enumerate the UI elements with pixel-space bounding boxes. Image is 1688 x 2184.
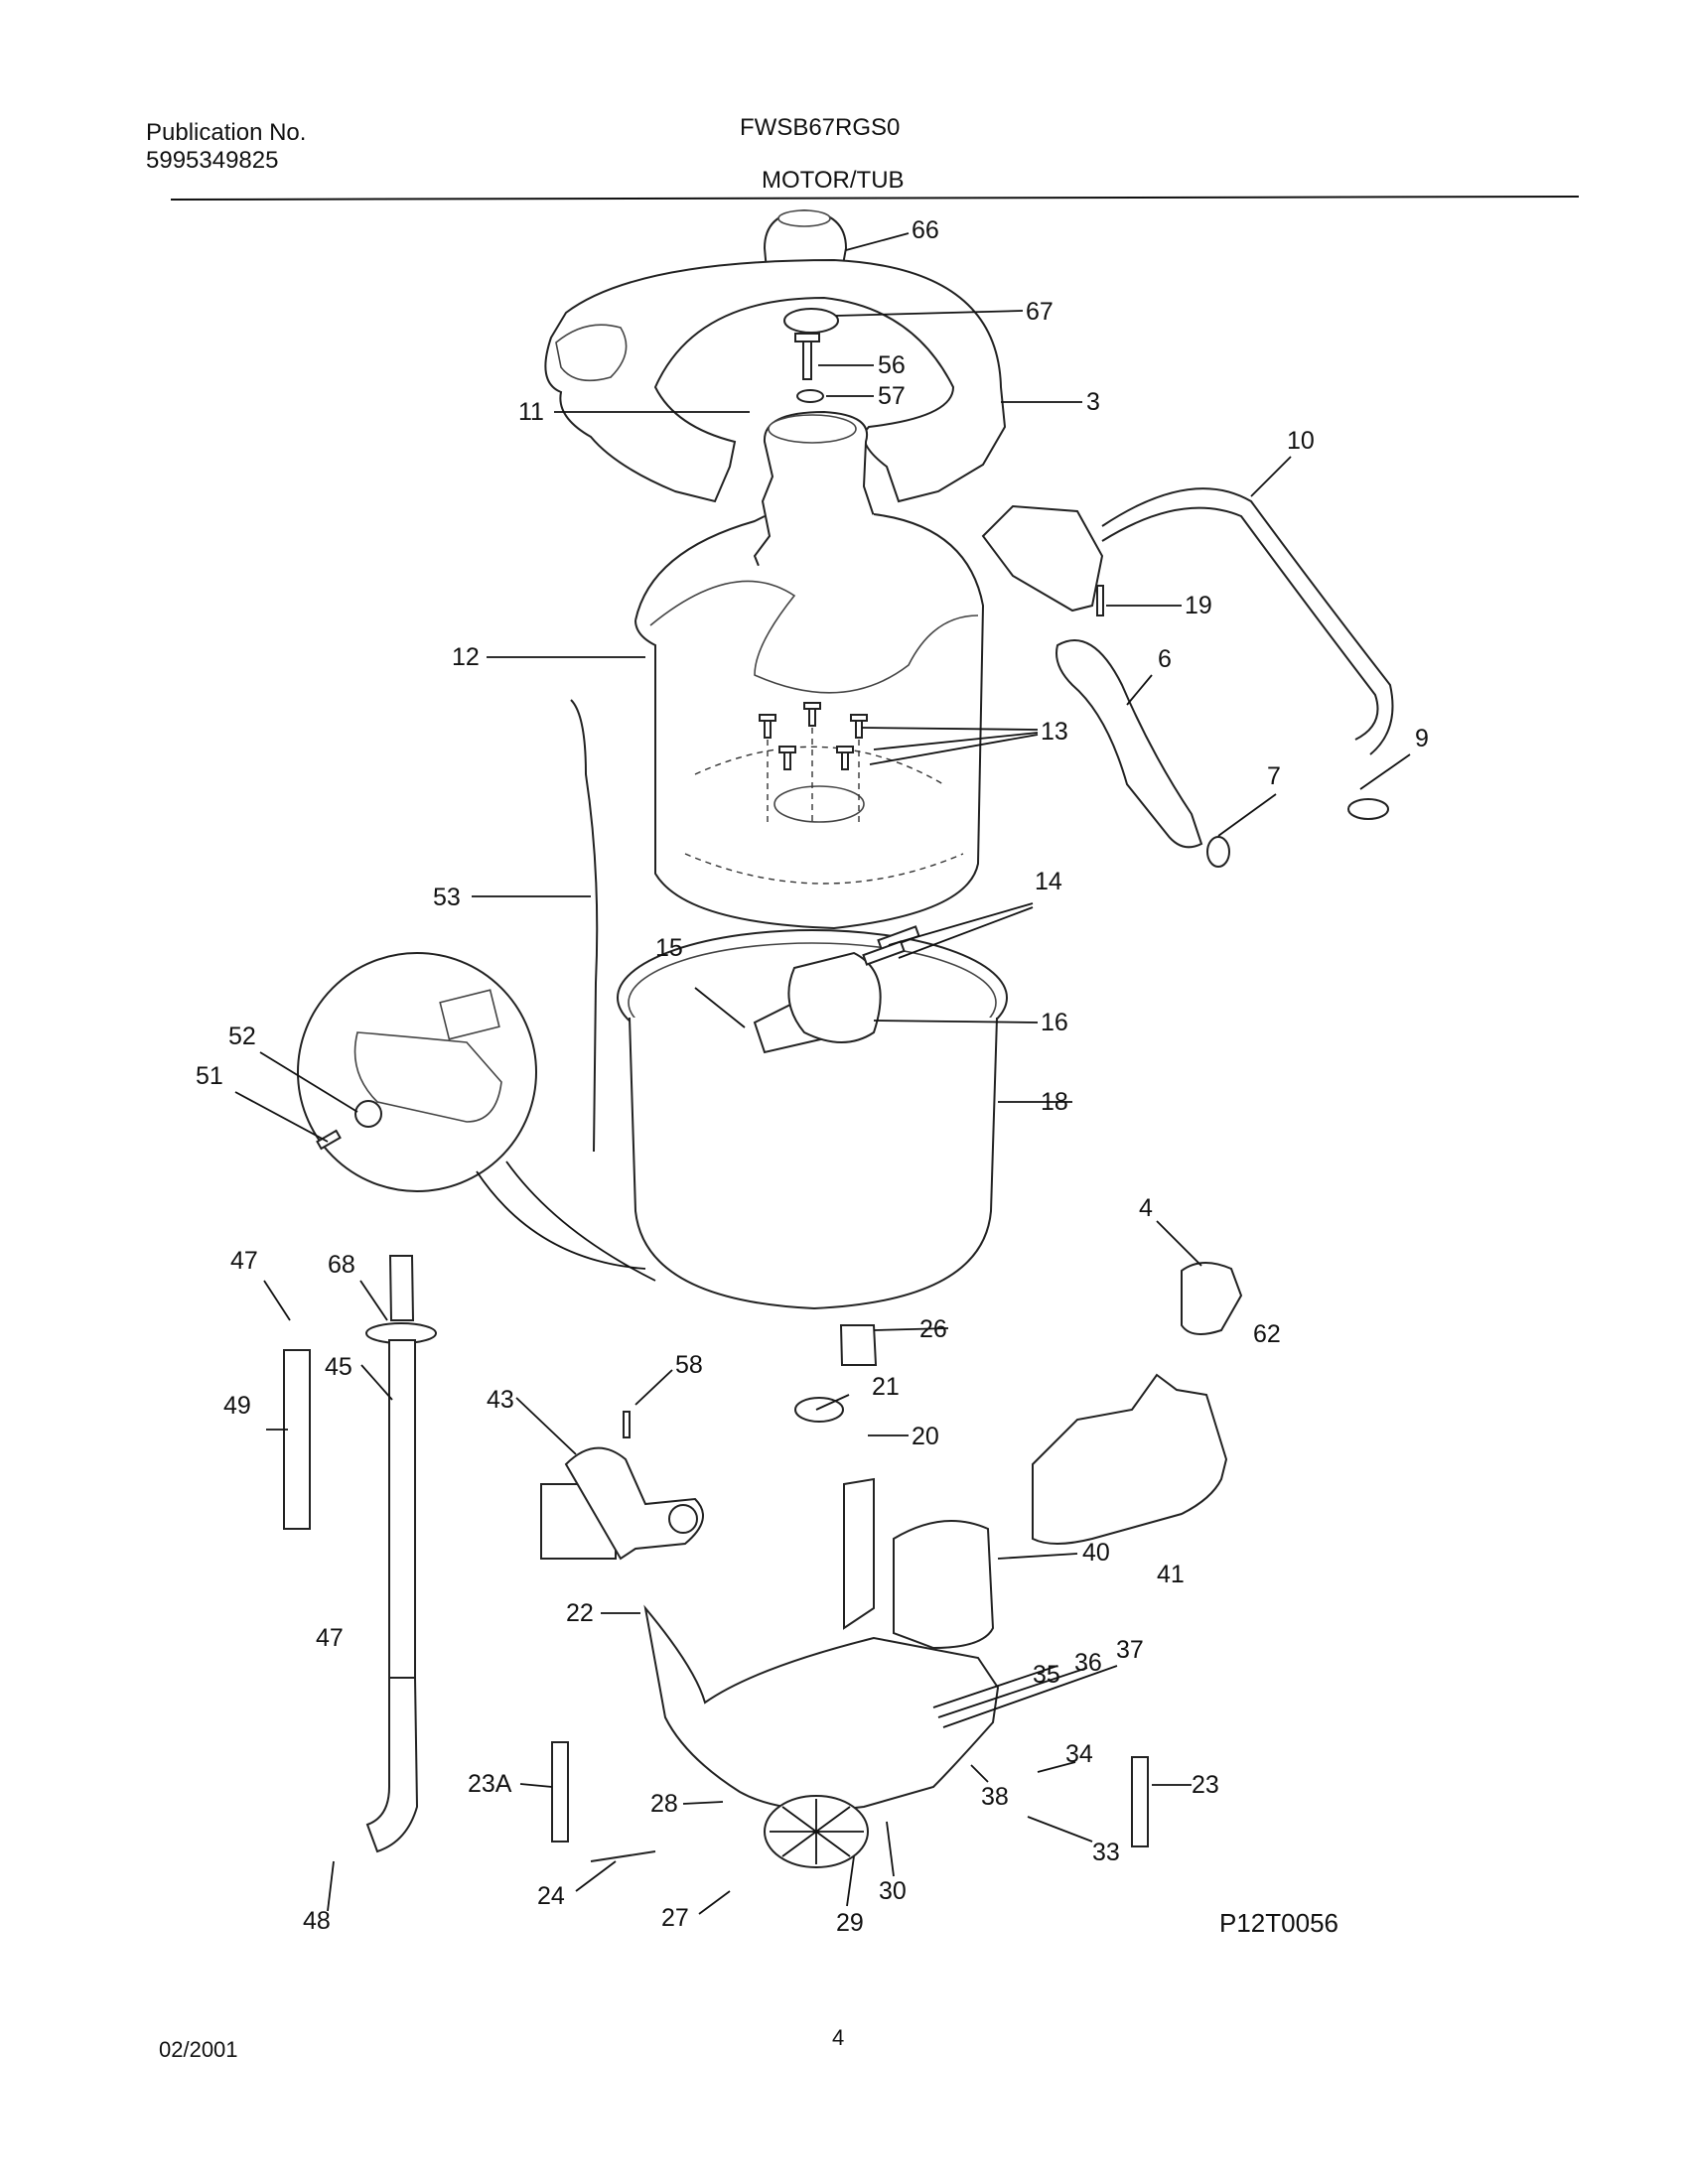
callout-49: 49	[223, 1392, 251, 1420]
callout-47: 47	[230, 1247, 258, 1275]
callout-21: 21	[872, 1373, 900, 1401]
callout-53: 53	[433, 884, 461, 911]
callout-23A: 23A	[468, 1770, 512, 1798]
callout-3: 3	[1086, 388, 1100, 416]
publication-number: 5995349825	[146, 147, 279, 174]
model-number: FWSB67RGS0	[740, 114, 901, 141]
callout-16: 16	[1041, 1009, 1068, 1036]
callout-18: 18	[1041, 1088, 1068, 1116]
callout-9: 9	[1415, 725, 1429, 752]
page-number: 4	[832, 2025, 845, 2050]
callout-41: 41	[1157, 1561, 1185, 1588]
callout-24: 24	[537, 1882, 565, 1910]
water-level-sensor	[753, 925, 920, 1054]
callout-19: 19	[1185, 592, 1212, 619]
callout-11: 11	[518, 398, 544, 426]
publication-label: Publication No.	[146, 119, 307, 146]
drain-hose-extension	[283, 1349, 311, 1530]
basket-bolts	[759, 702, 868, 824]
tub-mount-springs	[551, 1741, 1149, 1862]
callout-52: 52	[228, 1023, 256, 1050]
callout-10: 10	[1287, 427, 1315, 455]
drain-hose	[1055, 639, 1203, 849]
drive-pulley	[764, 1795, 869, 1868]
callout-7: 7	[1267, 762, 1281, 790]
callout-20: 20	[912, 1423, 939, 1450]
callout-15: 15	[655, 934, 683, 962]
callout-28: 28	[650, 1790, 678, 1818]
callout-29: 29	[836, 1909, 864, 1937]
callout-12: 12	[452, 643, 480, 671]
callout-labels: 66 67 56 57 3 10 11 19 12 6 13 9 7 53 14…	[196, 216, 1429, 1937]
callout-4: 4	[1139, 1194, 1153, 1222]
callout-14: 14	[1035, 868, 1062, 895]
callout-45: 45	[325, 1353, 352, 1381]
callout-48: 48	[303, 1907, 331, 1935]
callout-22: 22	[566, 1599, 594, 1627]
screw	[1096, 585, 1104, 616]
mounting-plate	[643, 1324, 1000, 1811]
callout-51: 51	[196, 1062, 223, 1090]
motor-cover	[1032, 1373, 1228, 1545]
callout-leaders	[234, 232, 1411, 1915]
agitator-bolt	[794, 333, 820, 380]
callout-23: 23	[1192, 1771, 1219, 1799]
drive-motor	[893, 1520, 995, 1650]
callout-67: 67	[1026, 298, 1054, 326]
section-title: MOTOR/TUB	[762, 167, 905, 194]
water-valve	[540, 1446, 704, 1561]
figure-code: P12T0056	[1219, 1908, 1338, 1938]
callout-34: 34	[1065, 1740, 1093, 1768]
callout-35: 35	[1033, 1661, 1060, 1689]
callout-57: 57	[878, 382, 906, 410]
callout-56: 56	[878, 351, 906, 379]
callout-40: 40	[1082, 1539, 1110, 1567]
callout-43: 43	[487, 1386, 514, 1414]
hose-clamp	[1206, 836, 1230, 868]
pressure-tube	[570, 699, 599, 1153]
callout-30: 30	[879, 1877, 907, 1905]
publication-date: 02/2001	[159, 2037, 238, 2062]
bolt-washer	[796, 389, 824, 403]
callout-62: 62	[1253, 1320, 1281, 1348]
detail-magnifier	[297, 952, 656, 1282]
callout-13: 13	[1041, 718, 1068, 746]
capacitor	[1181, 1262, 1243, 1335]
callout-37: 37	[1116, 1636, 1144, 1664]
hose-clamp-2	[1347, 798, 1389, 820]
callout-38: 38	[981, 1783, 1009, 1811]
screw-58	[623, 1411, 631, 1438]
callout-6: 6	[1158, 645, 1172, 673]
drain-hose-assembly	[365, 1255, 437, 1853]
agitator-seal	[783, 308, 839, 334]
callout-33: 33	[1092, 1839, 1120, 1866]
callout-36: 36	[1074, 1649, 1102, 1677]
callout-26: 26	[919, 1315, 947, 1343]
callout-66: 66	[912, 216, 939, 244]
callout-68: 68	[328, 1251, 355, 1279]
tub-ring	[544, 258, 1007, 503]
callout-47-lower: 47	[316, 1624, 344, 1652]
callout-27: 27	[661, 1904, 689, 1932]
fill-hose-assembly	[981, 487, 1394, 755]
callout-58: 58	[675, 1351, 703, 1379]
